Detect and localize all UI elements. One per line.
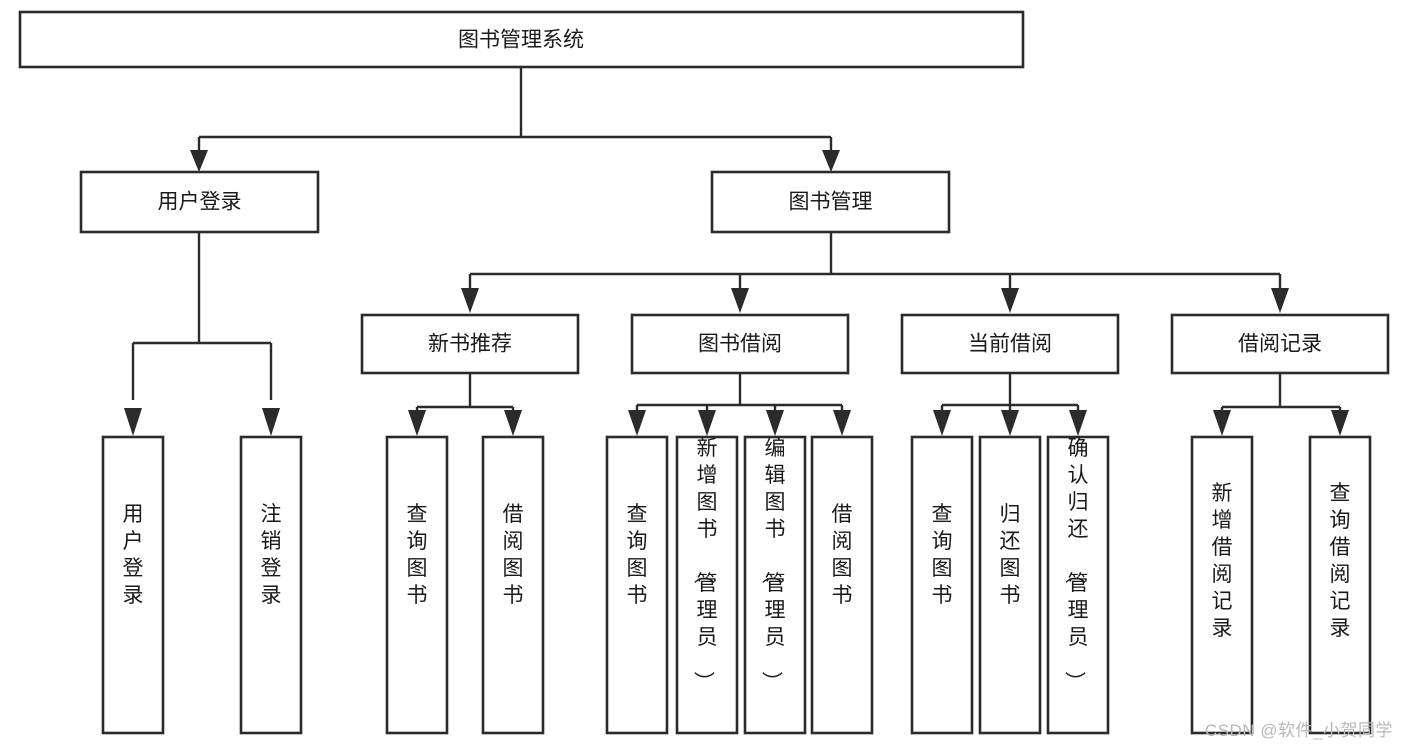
leaf-borrow-book-label: 借阅图书 — [832, 503, 853, 607]
arrow-to-return-book — [1001, 410, 1019, 436]
node-borrow-record-label: 借阅记录 — [1238, 333, 1322, 356]
connector-new-book-recommend-trunk — [415, 373, 515, 415]
arrow-to-confirm-return — [1069, 410, 1087, 436]
connector-book-manage-trunk — [468, 232, 1282, 292]
arrow-to-borrow-book-2 — [833, 410, 851, 436]
node-root-system[interactable]: 图书管理系统 — [18, 10, 1025, 69]
leaf-query-borrow-record-label: 查询借阅记录 — [1330, 482, 1351, 640]
leaf-borrow-book-recommend-label: 借阅图书 — [503, 503, 524, 607]
leaf-add-borrow-record[interactable]: 新增借阅记录 — [1190, 435, 1254, 735]
leaf-add-book[interactable]: 新增图书（管理员） — [675, 435, 739, 735]
node-new-book-recommend[interactable]: 新书推荐 — [360, 313, 580, 375]
node-book-borrow-label: 图书借阅 — [698, 333, 782, 356]
arrow-to-query-book-1 — [408, 410, 426, 436]
leaf-add-book-label: 新增图书（管理员） — [692, 437, 718, 692]
arrow-to-add-book — [698, 410, 716, 436]
leaf-logout-label: 注销登录 — [261, 503, 282, 607]
node-book-manage-label: 图书管理 — [789, 191, 873, 214]
arrow-to-user-login-leaf — [124, 408, 142, 436]
node-current-borrow[interactable]: 当前借阅 — [900, 313, 1120, 375]
leaf-borrow-book[interactable]: 借阅图书 — [810, 435, 874, 735]
connector-root-trunk — [197, 67, 833, 158]
connector-borrow-record-trunk — [1220, 373, 1342, 415]
leaf-logout[interactable]: 注销登录 — [239, 435, 303, 735]
arrow-to-add-borrow-record — [1213, 410, 1231, 436]
node-root-system-label: 图书管理系统 — [458, 29, 584, 52]
leaf-return-book-label: 归还图书 — [1000, 503, 1021, 607]
leaf-edit-book-label: 编辑图书（管理员） — [760, 437, 786, 692]
arrow-to-book-manage — [822, 150, 840, 172]
arrow-to-borrow-record — [1271, 288, 1289, 313]
node-book-borrow[interactable]: 图书借阅 — [630, 313, 850, 375]
leaf-edit-book[interactable]: 编辑图书（管理员） — [743, 435, 807, 735]
leaf-query-book-borrow-label: 查询图书 — [627, 503, 648, 607]
leaf-confirm-return-label: 确认归还（管理员） — [1063, 437, 1089, 692]
arrow-to-query-book-2 — [628, 410, 646, 436]
node-user-login-label: 用户登录 — [158, 191, 242, 214]
leaf-borrow-book-recommend[interactable]: 借阅图书 — [481, 435, 545, 735]
leaf-confirm-return[interactable]: 确认归还（管理员） — [1046, 435, 1110, 735]
leaf-query-book-current[interactable]: 查询图书 — [910, 435, 974, 735]
leaf-user-login-label: 用户登录 — [123, 503, 144, 607]
arrow-to-current-borrow — [1001, 288, 1019, 313]
connector-current-borrow-trunk — [940, 373, 1080, 415]
arrow-to-user-login — [190, 150, 208, 172]
leaf-return-book[interactable]: 归还图书 — [978, 435, 1042, 735]
leaf-query-book-recommend-label: 查询图书 — [407, 503, 428, 607]
arrow-to-query-borrow-record — [1331, 410, 1349, 436]
node-current-borrow-label: 当前借阅 — [968, 333, 1052, 356]
node-new-book-recommend-label: 新书推荐 — [428, 333, 512, 356]
node-borrow-record[interactable]: 借阅记录 — [1170, 313, 1390, 375]
arrow-to-edit-book — [766, 410, 784, 436]
arrow-to-new-book-recommend — [461, 288, 479, 313]
arrow-to-logout-leaf — [262, 408, 280, 436]
connector-book-borrow-trunk — [635, 373, 844, 415]
arrow-to-borrow-book-1 — [504, 410, 522, 436]
arrow-to-book-borrow — [731, 288, 749, 313]
leaf-query-book-recommend[interactable]: 查询图书 — [385, 435, 449, 735]
connector-layer — [124, 67, 1349, 436]
leaf-user-login[interactable]: 用户登录 — [101, 435, 165, 735]
connector-user-login-trunk — [131, 232, 273, 400]
arrow-to-query-book-3 — [933, 410, 951, 436]
leaf-query-book-current-label: 查询图书 — [932, 503, 953, 607]
leaf-query-borrow-record[interactable]: 查询借阅记录 — [1308, 435, 1372, 735]
leaf-query-book-borrow[interactable]: 查询图书 — [605, 435, 669, 735]
node-user-login[interactable]: 用户登录 — [79, 170, 320, 234]
leaf-add-borrow-record-label: 新增借阅记录 — [1212, 482, 1233, 640]
node-book-manage[interactable]: 图书管理 — [710, 170, 951, 234]
